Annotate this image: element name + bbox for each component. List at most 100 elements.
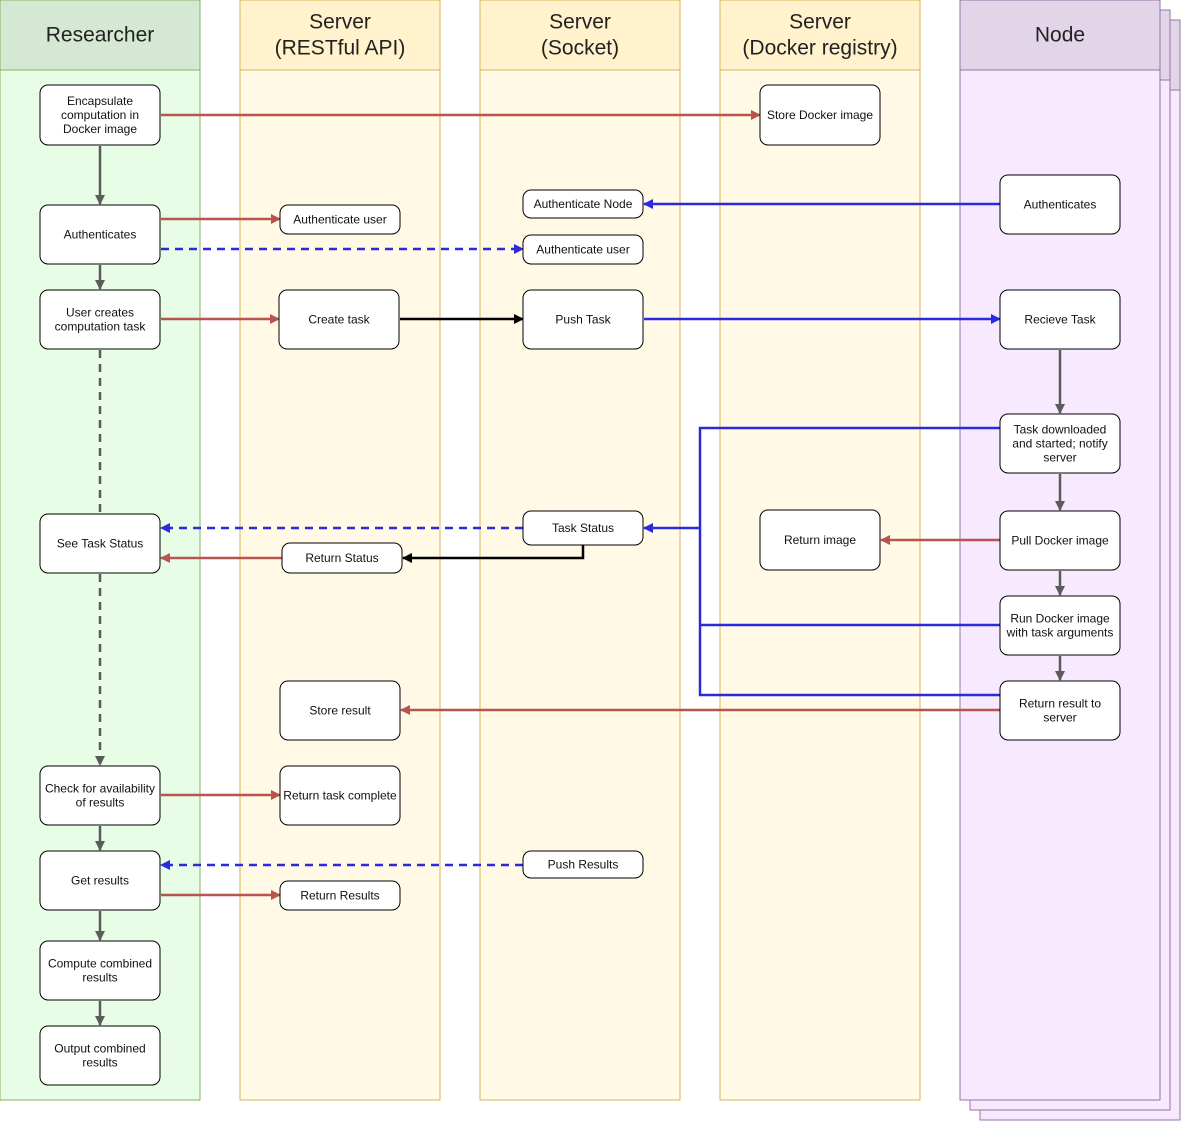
step-label: Push Results [548, 858, 619, 872]
step-box [279, 680, 401, 741]
step-label: results [82, 1056, 117, 1070]
line-downloaded-notify [698, 426, 1000, 697]
lane-header [959, 0, 1161, 71]
step-box [279, 880, 401, 911]
lane-title: Server [309, 11, 371, 34]
researcher-authenticates-step: Authenticates [39, 204, 161, 265]
step-label: Return task complete [283, 789, 397, 803]
registry-return-image-step: Return image [759, 509, 881, 571]
lane-title: Researcher [46, 24, 155, 47]
api-return-results-step: Return Results [279, 880, 401, 911]
step-box [39, 289, 161, 350]
socket-authenticate-user-step: Authenticate user [522, 234, 644, 265]
socket-authenticate-node-step: Authenticate Node [522, 189, 644, 219]
step-box [278, 289, 400, 350]
step-label: Check for availability [45, 782, 155, 796]
lane-header [479, 0, 681, 71]
lane-title: (RESTful API) [275, 37, 406, 60]
step-box [39, 513, 161, 574]
api-return-status-step: Return Status [281, 542, 403, 574]
step-label: See Task Status [57, 537, 144, 551]
lane-title: (Docker registry) [742, 37, 897, 60]
lane-title: Server [549, 11, 611, 34]
step-box [39, 204, 161, 265]
step-box [522, 234, 644, 265]
connectors [95, 110, 1065, 1026]
step-label: Docker image [63, 122, 137, 136]
step-label: of results [76, 796, 125, 810]
step-label: computation in [61, 108, 139, 122]
step-label: server [1043, 711, 1076, 725]
node-authenticates-step: Authenticates [999, 174, 1121, 235]
api-authenticate-user-step: Authenticate user [279, 204, 401, 235]
step-box [999, 289, 1121, 350]
step-label: Return Status [305, 551, 378, 565]
socket-push-task-step: Push Task [522, 289, 644, 350]
step-label: server [1043, 451, 1076, 465]
get-results-step: Get results [39, 850, 161, 911]
step-label: Authenticates [64, 228, 137, 242]
lane-header [0, 0, 201, 71]
step-label: Authenticate user [293, 213, 386, 227]
step-box [279, 765, 401, 826]
step-label: computation task [55, 320, 147, 334]
registry-store-image-step: Store Docker image [759, 84, 881, 146]
step-label: results [82, 971, 117, 985]
socket-push-results-step: Push Results [522, 850, 644, 879]
api-create-task-step: Create task [278, 289, 400, 350]
api-store-result-step: Store result [279, 680, 401, 741]
step-label: Push Task [555, 313, 611, 327]
step-box [39, 850, 161, 911]
step-label: Get results [71, 874, 129, 888]
step-label: Create task [308, 313, 370, 327]
api-return-complete-step: Return task complete [279, 765, 401, 826]
step-label: Encapsulate [67, 94, 133, 108]
step-label: Store Docker image [767, 108, 873, 122]
step-box [522, 189, 644, 219]
node-receive-task-step: Recieve Task [999, 289, 1121, 350]
step-label: Task downloaded [1014, 423, 1107, 437]
step-label: Return image [784, 533, 856, 547]
step-label: Run Docker image [1010, 612, 1110, 626]
step-box [279, 204, 401, 235]
step-label: Pull Docker image [1011, 534, 1109, 548]
step-label: Authenticates [1024, 198, 1097, 212]
socket-task-status-step: Task Status [522, 510, 644, 546]
step-box [281, 542, 403, 574]
step-box [522, 510, 644, 546]
step-label: User creates [66, 306, 134, 320]
step-box [999, 680, 1121, 741]
step-label: Authenticate Node [534, 197, 633, 211]
step-label: Compute combined [48, 957, 152, 971]
lane-socket: Server (Socket) [479, 0, 681, 1101]
node-pull-image-step: Pull Docker image [999, 510, 1121, 571]
step-label: Authenticate user [536, 243, 629, 257]
step-label: Recieve Task [1024, 313, 1096, 327]
step-box [522, 850, 644, 879]
lane-title: (Socket) [541, 37, 619, 60]
step-label: Return Results [300, 889, 379, 903]
step-box [39, 84, 161, 146]
step-box [759, 84, 881, 146]
step-label: and started; notify [1012, 437, 1107, 451]
lane-header [239, 0, 441, 71]
step-box [999, 595, 1121, 656]
see-task-status-step: See Task Status [39, 513, 161, 574]
step-label: with task arguments [1006, 626, 1114, 640]
step-box [999, 413, 1121, 474]
lane-body [479, 0, 681, 1101]
step-label: Task Status [552, 521, 614, 535]
lane-body [239, 0, 441, 1101]
step-box [39, 940, 161, 1001]
step-label: Store result [309, 704, 371, 718]
lane-rest: Server (RESTful API) [239, 0, 441, 1101]
lane-title: Node [1035, 24, 1085, 47]
